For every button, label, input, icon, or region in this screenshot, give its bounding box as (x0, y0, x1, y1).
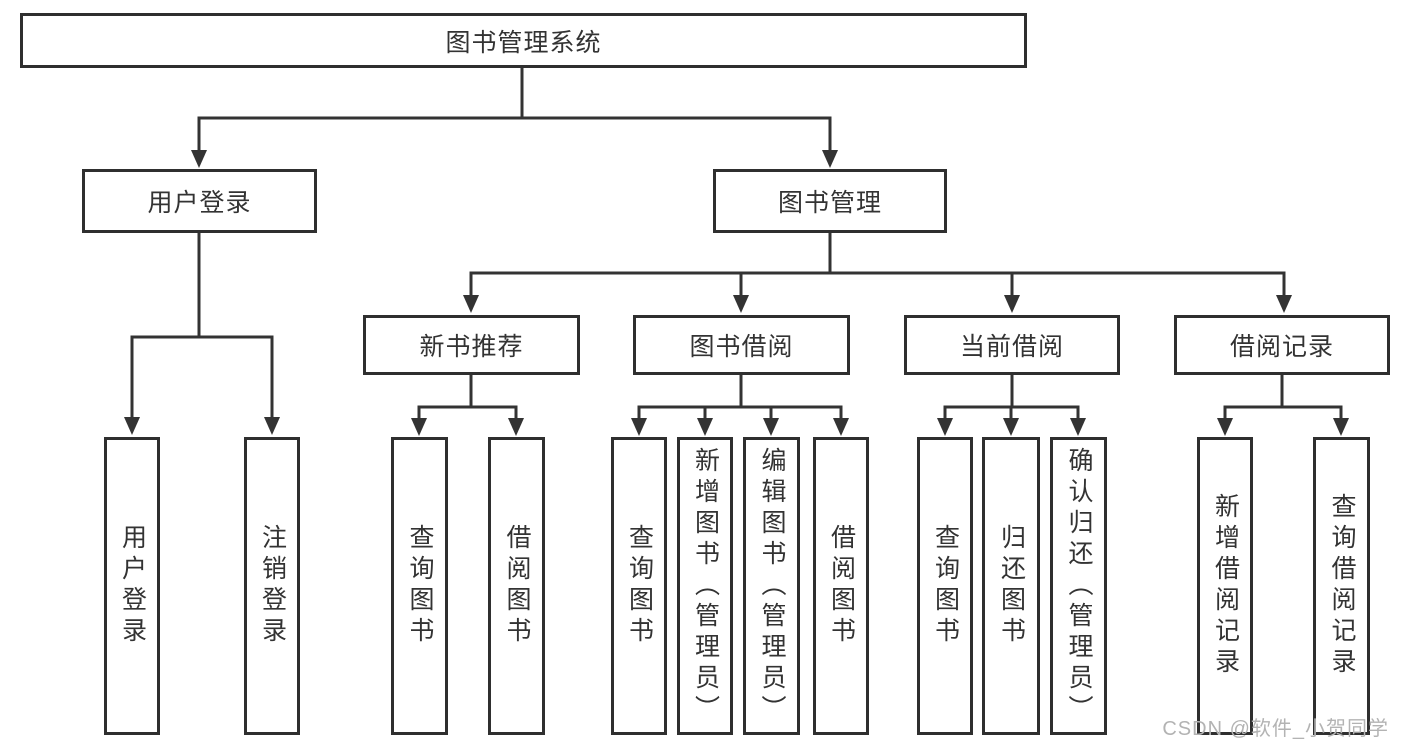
arrowheads (124, 150, 1349, 436)
leaf-label: 新增图书（管理员） (691, 446, 720, 726)
node-new-book-recommendation: 新书推荐 (363, 315, 580, 375)
leaf-label: 查询图书 (406, 524, 434, 648)
csdn-watermark: CSDN @软件_小贺同学 (1162, 718, 1389, 740)
node-label: 借阅记录 (1229, 333, 1334, 361)
node-label: 图书管理 (777, 189, 882, 217)
leaf-query-books-borrow: 查询图书 (611, 437, 667, 735)
leaf-label: 查询图书 (625, 524, 654, 648)
leaf-logout: 注销登录 (244, 437, 300, 735)
node-book-management: 图书管理 (713, 169, 947, 233)
leaf-query-books-current: 查询图书 (917, 437, 973, 735)
node-current-borrowing: 当前借阅 (904, 315, 1120, 375)
leaf-add-books-admin: 新增图书（管理员） (677, 437, 733, 735)
leaf-label: 新增借阅记录 (1211, 493, 1240, 679)
node-book-borrowing: 图书借阅 (633, 315, 850, 375)
leaf-label: 归还图书 (997, 524, 1026, 648)
leaf-return-books: 归还图书 (982, 437, 1040, 735)
leaf-label: 用户登录 (118, 524, 147, 648)
node-label: 当前借阅 (959, 333, 1064, 361)
leaf-label: 确认归还（管理员） (1065, 446, 1093, 726)
leaf-label: 借阅图书 (503, 524, 531, 648)
leaf-query-books-newbook: 查询图书 (391, 437, 448, 735)
leaf-user-login: 用户登录 (104, 437, 160, 735)
leaf-add-borrow-record: 新增借阅记录 (1197, 437, 1253, 735)
leaf-label: 查询图书 (931, 524, 960, 648)
leaf-label: 借阅图书 (827, 524, 856, 648)
leaf-label: 注销登录 (258, 524, 287, 648)
leaf-edit-books-admin: 编辑图书（管理员） (743, 437, 800, 735)
leaf-borrow-books-newbook: 借阅图书 (488, 437, 545, 735)
node-label: 用户登录 (147, 189, 252, 217)
leaf-confirm-return-admin: 确认归还（管理员） (1050, 437, 1107, 735)
node-user-login: 用户登录 (82, 169, 317, 233)
node-library-management-system: 图书管理系统 (20, 13, 1027, 68)
node-label: 图书管理系统 (445, 28, 602, 57)
leaf-label: 编辑图书（管理员） (758, 446, 786, 726)
node-label: 新书推荐 (419, 333, 524, 361)
leaf-borrow-books: 借阅图书 (813, 437, 869, 735)
node-borrowing-records: 借阅记录 (1174, 315, 1390, 375)
leaf-query-borrow-record: 查询借阅记录 (1313, 437, 1370, 735)
node-label: 图书借阅 (689, 333, 794, 361)
leaf-label: 查询借阅记录 (1328, 493, 1356, 679)
